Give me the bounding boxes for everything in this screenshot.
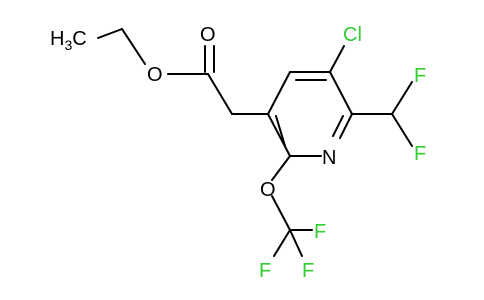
ether-oxygen-label: O [260,179,276,201]
bond-chf2-f2 [391,113,413,147]
carbonyl-oxygen-label: O [200,24,216,46]
ch3-h: H [50,28,64,50]
bond-o-cf3 [271,195,291,231]
fluorine-3-label: F [314,221,326,243]
ring-bond-c2-c3 [267,113,291,157]
ring-bond-c3-c4 [267,71,291,115]
bond-chf2-f1 [391,81,413,115]
ring-bond-c5-c6 [329,71,353,115]
bond-ch2-o [121,28,146,65]
nitrogen-label: N [322,147,336,169]
fluorine-1-label: F [414,65,426,87]
chlorine-label: Cl [343,24,362,46]
ch3-label: H3C [50,28,87,53]
ch3-c: C [72,28,86,50]
fluorine-5-label: F [302,260,314,282]
fluorine-2-label: F [414,143,426,165]
ring-bond-c6-n-inner [332,115,344,137]
ch3-subscript: 3 [64,37,72,53]
bond-cf3-f4 [273,229,291,257]
ring-bond-c6-n [339,113,353,139]
ester-oxygen-label: O [147,64,163,86]
bond-carbonyl-ch2 [207,73,233,115]
bond-c2-o [271,155,291,181]
bonds [97,28,413,257]
bond-c5-cl [329,45,345,73]
bond-cf3-f5 [289,229,303,257]
atom-labels: H3C O O Cl F F N O F F F [50,24,426,282]
bond-ch3-ch2 [97,28,123,39]
ring-bond-c2-c3-inner [275,115,286,147]
fluorine-4-label: F [259,260,271,282]
